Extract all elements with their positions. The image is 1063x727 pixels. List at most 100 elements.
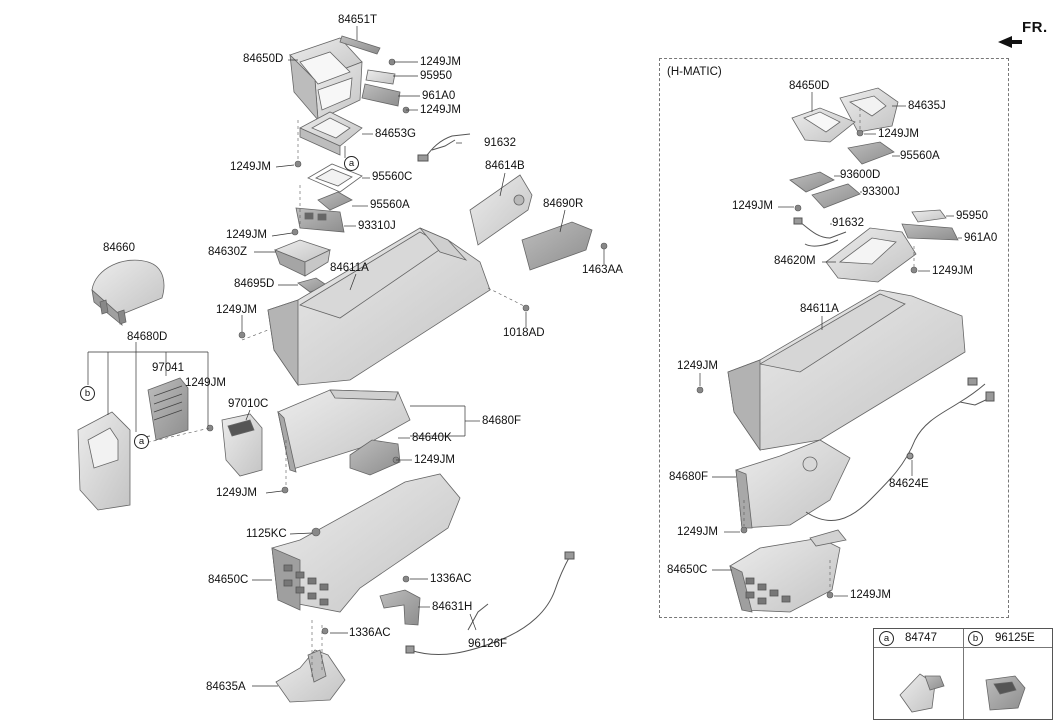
label-1249JM-r4: 1249JM bbox=[677, 360, 718, 372]
legend-divider-horizontal bbox=[874, 647, 1052, 648]
label-1249JM-r1: 1249JM bbox=[878, 128, 919, 140]
h-matic-dashed-box bbox=[659, 58, 1009, 618]
label-1249JM-r6: 1249JM bbox=[850, 589, 891, 601]
part-84650D-right bbox=[791, 107, 856, 143]
label-84614B: 84614B bbox=[485, 160, 525, 172]
part-84611A-right-console bbox=[727, 289, 966, 452]
part-84640K bbox=[349, 439, 401, 476]
label-1249JM-b: 1249JM bbox=[420, 104, 461, 116]
part-96126F-wire bbox=[405, 551, 575, 656]
label-1249JM-c: 1249JM bbox=[230, 161, 271, 173]
part-97010C bbox=[221, 413, 263, 477]
part-84747-icon bbox=[899, 673, 945, 713]
label-96126F: 96126F bbox=[468, 638, 508, 650]
label-84653G: 84653G bbox=[375, 128, 416, 140]
label-91632-left: 91632 bbox=[484, 137, 516, 149]
label-84630Z: 84630Z bbox=[208, 246, 248, 258]
part-84690R bbox=[521, 221, 593, 271]
label-1249JM-g: 1249JM bbox=[414, 454, 455, 466]
label-93310J: 93310J bbox=[358, 220, 396, 232]
legend-divider-vertical bbox=[963, 629, 964, 719]
part-95560A-left bbox=[317, 191, 353, 211]
label-84635A: 84635A bbox=[206, 681, 246, 693]
label-84680F-left: 84680F bbox=[482, 415, 522, 427]
label-84695D: 84695D bbox=[234, 278, 275, 290]
part-84680F-left bbox=[277, 389, 411, 473]
label-95950-left: 95950 bbox=[420, 70, 452, 82]
label-84660: 84660 bbox=[103, 242, 135, 254]
label-97041: 97041 bbox=[152, 362, 184, 374]
label-84611A-right: 84611A bbox=[800, 303, 839, 315]
front-label: FR. bbox=[1022, 19, 1048, 36]
fasteners-left bbox=[206, 58, 608, 635]
part-961A0-right bbox=[901, 223, 959, 241]
label-84620M: 84620M bbox=[774, 255, 816, 267]
label-84680F-right: 84680F bbox=[669, 471, 709, 483]
legend-part-a: 84747 bbox=[905, 632, 937, 644]
part-93300J bbox=[811, 183, 861, 209]
part-961A0-left bbox=[361, 83, 401, 107]
leader-lines-right bbox=[699, 92, 962, 597]
ref-circle-a-top: a bbox=[344, 156, 359, 171]
legend-box bbox=[873, 628, 1053, 720]
part-84680F-right bbox=[735, 439, 851, 529]
part-93310J bbox=[295, 207, 345, 233]
part-84650D-bezel bbox=[289, 37, 363, 122]
label-93600D: 93600D bbox=[840, 169, 881, 181]
label-84635J: 84635J bbox=[908, 100, 946, 112]
part-84631H bbox=[379, 589, 421, 626]
label-1249JM-r3: 1249JM bbox=[932, 265, 973, 277]
label-1336AC-b: 1336AC bbox=[349, 627, 391, 639]
part-84653G bbox=[299, 111, 363, 156]
part-84680D-rear-panel bbox=[77, 411, 131, 511]
label-84690R: 84690R bbox=[543, 198, 584, 210]
label-91632-right: 91632 bbox=[832, 217, 864, 229]
legend-part-b: 96125E bbox=[995, 632, 1035, 644]
legend-circle-a: a bbox=[879, 631, 894, 646]
label-1463AA: 1463AA bbox=[582, 264, 623, 276]
label-93300J: 93300J bbox=[862, 186, 900, 198]
part-84635J bbox=[839, 87, 899, 133]
label-84640K: 84640K bbox=[412, 432, 452, 444]
label-84650C-right: 84650C bbox=[667, 564, 708, 576]
dashed-assembly-lines-right bbox=[743, 108, 915, 592]
label-1125KC: 1125KC bbox=[246, 528, 287, 540]
part-84660-armrest bbox=[91, 259, 165, 327]
part-96125E-icon bbox=[985, 675, 1026, 711]
part-93600D bbox=[789, 171, 835, 193]
part-91632-right bbox=[793, 217, 847, 247]
label-1336AC-a: 1336AC bbox=[430, 573, 472, 585]
label-84650D: 84650D bbox=[243, 53, 284, 65]
part-95560A-right bbox=[847, 141, 895, 165]
part-84680D-bracket-97041 bbox=[147, 377, 189, 441]
fasteners-right bbox=[696, 129, 918, 599]
label-95950-right: 95950 bbox=[956, 210, 988, 222]
label-84631H: 84631H bbox=[432, 601, 473, 613]
label-95560A-right: 95560A bbox=[900, 150, 940, 162]
label-97010C: 97010C bbox=[228, 398, 269, 410]
label-84650D-right: 84650D bbox=[789, 80, 830, 92]
part-84620M bbox=[825, 227, 917, 283]
label-84624E: 84624E bbox=[889, 478, 929, 490]
legend-circle-b: b bbox=[968, 631, 983, 646]
part-95950-left bbox=[365, 69, 396, 85]
part-84635A bbox=[275, 649, 346, 703]
label-1249JM-d: 1249JM bbox=[226, 229, 267, 241]
label-95560A-left: 95560A bbox=[370, 199, 410, 211]
label-84611A-left: 84611A bbox=[330, 262, 369, 274]
label-84651T: 84651T bbox=[338, 14, 378, 26]
ref-circle-b: b bbox=[80, 386, 95, 401]
part-84611A-main-console bbox=[267, 227, 491, 387]
h-matic-title: (H-MATIC) bbox=[667, 66, 722, 78]
part-84630Z bbox=[273, 239, 332, 277]
part-91632-left bbox=[417, 133, 471, 162]
ref-circle-a-bottom: a bbox=[134, 434, 149, 449]
label-1249JM-h: 1249JM bbox=[216, 487, 257, 499]
label-84680D: 84680D bbox=[127, 331, 168, 343]
part-84651T bbox=[339, 35, 381, 55]
label-1249JM-a: 1249JM bbox=[420, 56, 461, 68]
label-961A0-left: 961A0 bbox=[422, 90, 456, 102]
label-84650C-left: 84650C bbox=[208, 574, 249, 586]
